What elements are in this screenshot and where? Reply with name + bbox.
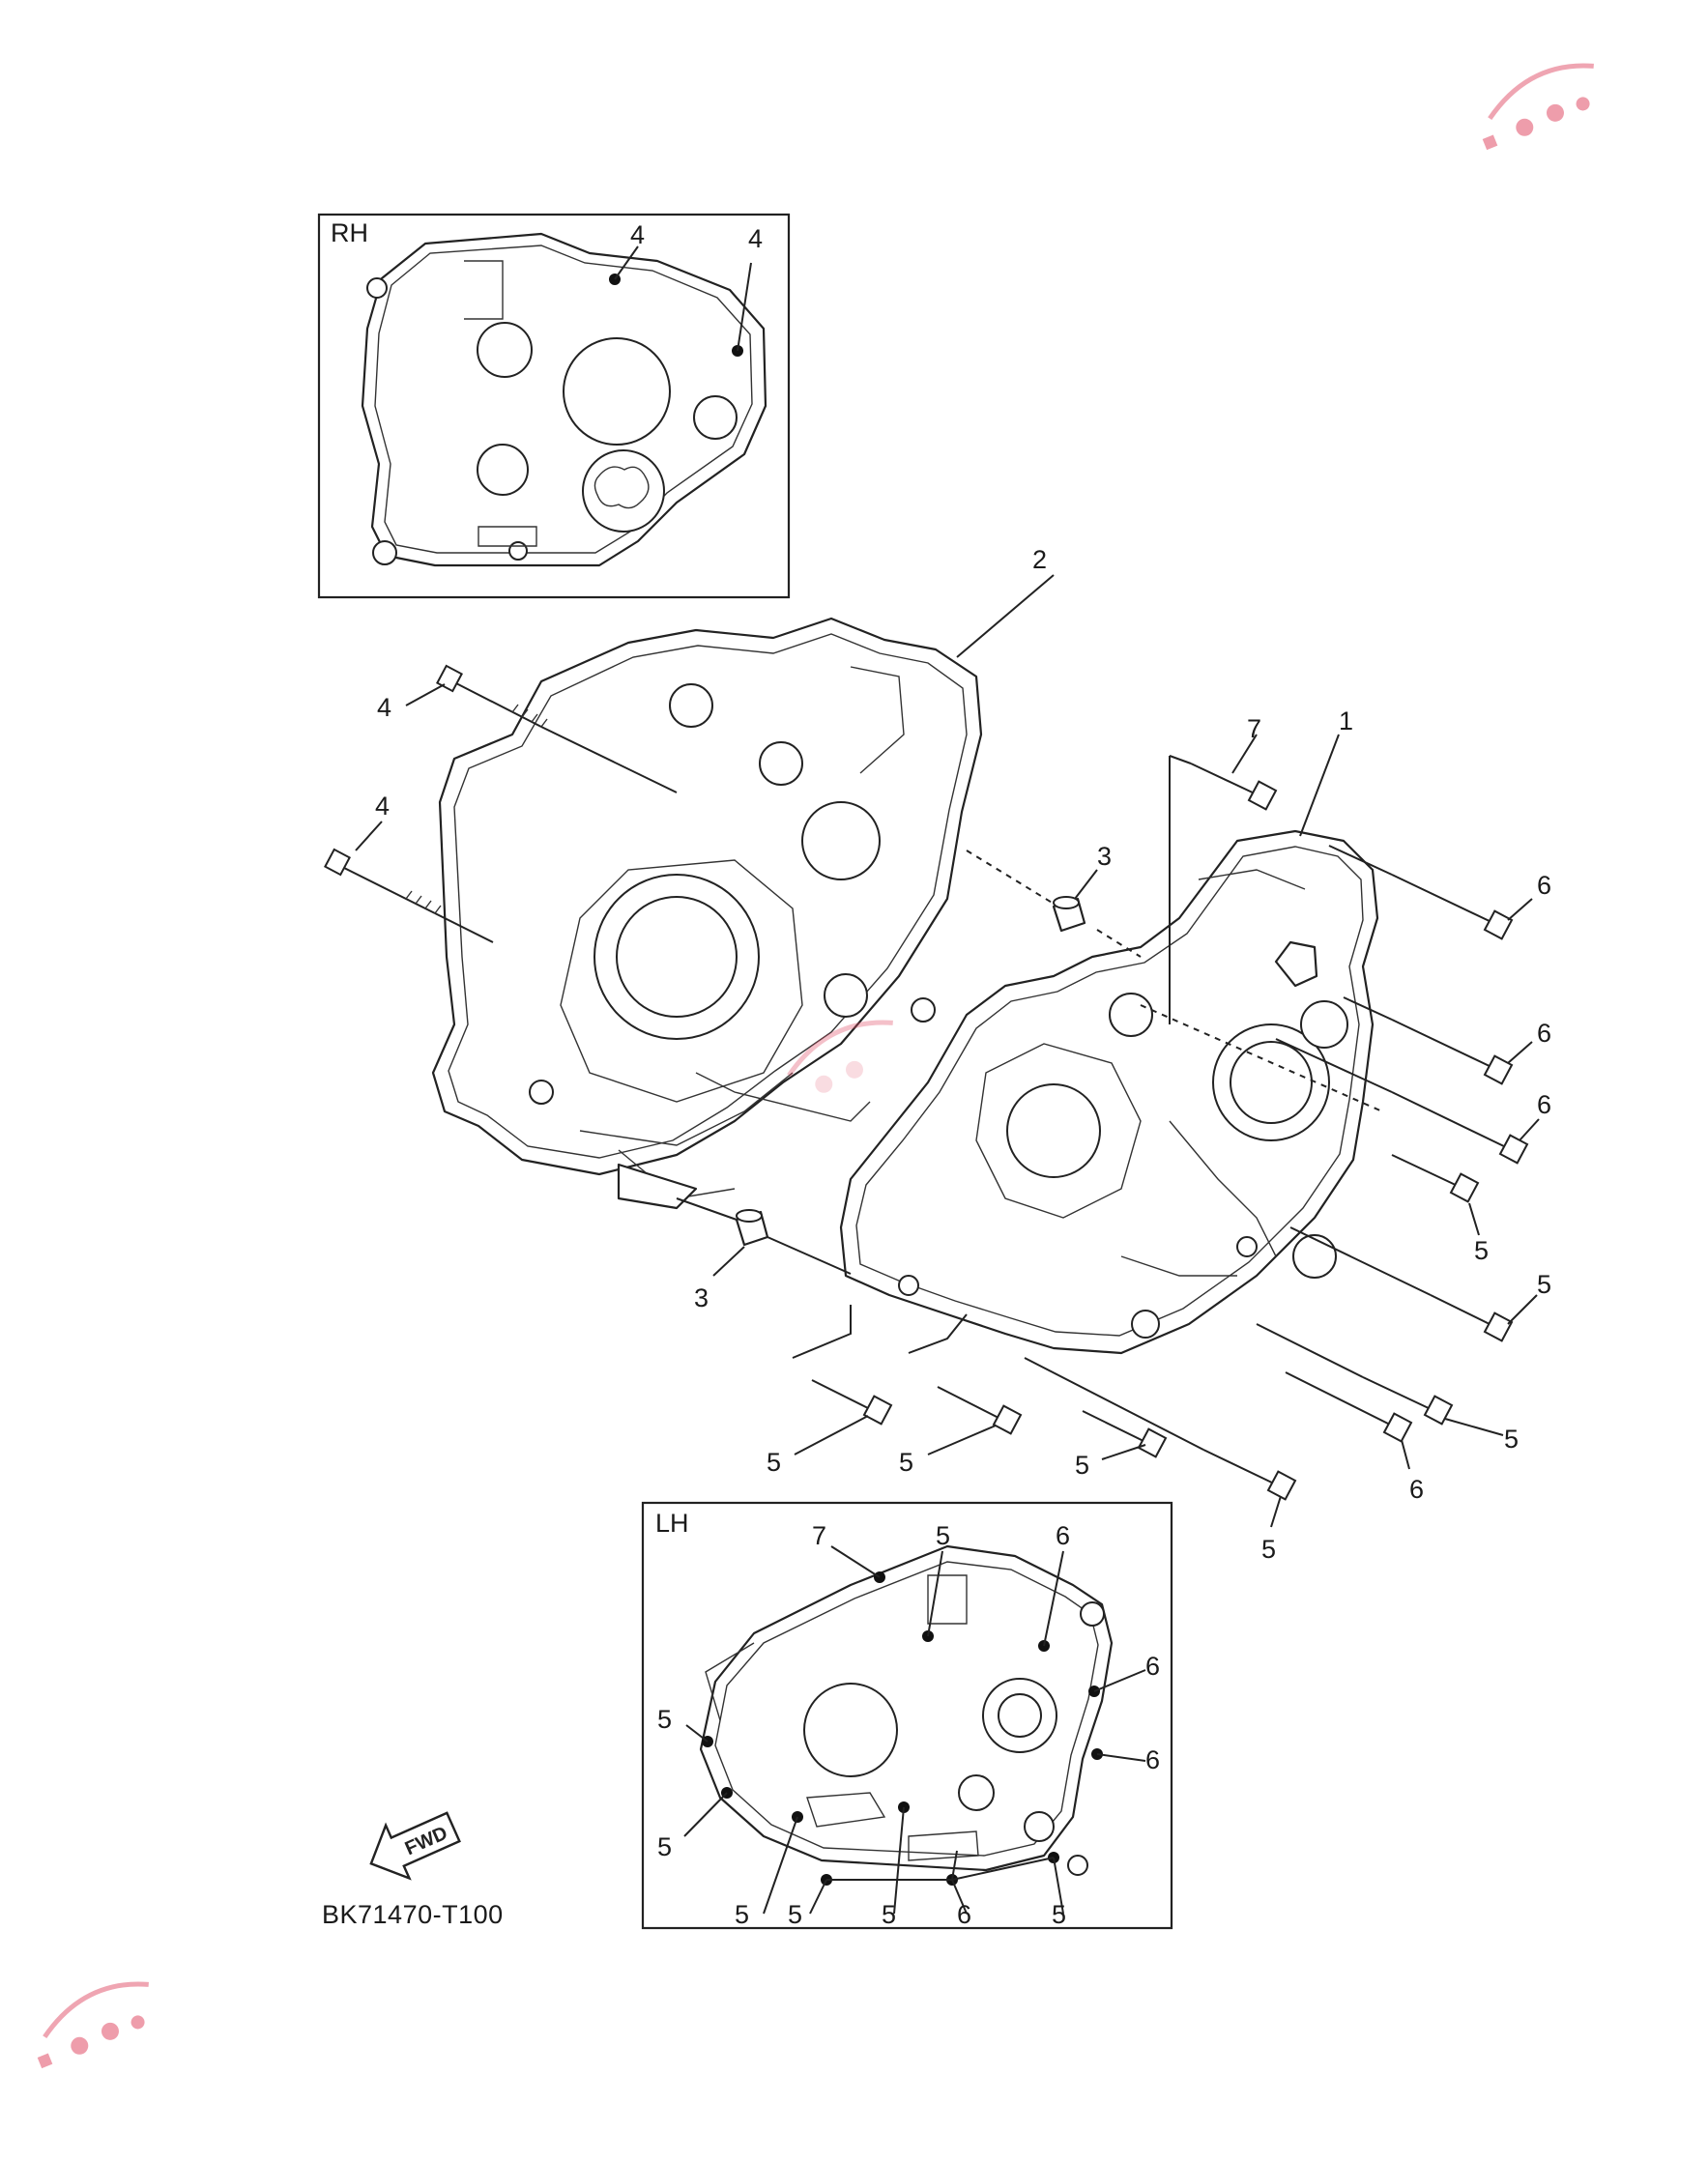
inset-rh-title: RH xyxy=(331,218,368,247)
lh-crankcase-outline xyxy=(699,1544,1114,1872)
diagram-code: BK71470-T100 xyxy=(322,1900,504,1929)
lh-callout-6b: 6 xyxy=(1145,1652,1160,1681)
watermark-logo-top xyxy=(1482,63,1594,151)
lh-callout-5a: 5 xyxy=(936,1521,950,1550)
bolt-5-d xyxy=(1024,1357,1297,1501)
bolt-7 xyxy=(1169,755,1278,1024)
callout-3b: 3 xyxy=(694,1283,709,1312)
bolts xyxy=(324,664,1529,1501)
bolt-5-g xyxy=(811,1379,893,1426)
lh-callout-7: 7 xyxy=(812,1521,826,1550)
inset-rh: RH 4 4 xyxy=(317,213,791,599)
bolt-5-f xyxy=(937,1386,1023,1435)
callout-6d: 6 xyxy=(1409,1475,1424,1504)
inset-lh: LH xyxy=(641,1501,1173,1930)
bolt-5-c xyxy=(1256,1323,1454,1426)
bolt-6-a xyxy=(1328,845,1514,940)
bolt-4-upper xyxy=(436,664,678,793)
callout-5c: 5 xyxy=(1504,1425,1519,1454)
fwd-arrow-icon: FWD xyxy=(369,1811,461,1881)
lh-callout-6c: 6 xyxy=(1145,1745,1160,1774)
inset-lh-title: LH xyxy=(655,1509,689,1538)
lh-callout-5e: 5 xyxy=(788,1900,802,1929)
watermark-logo-center xyxy=(787,1020,893,1093)
lh-callout-6a: 6 xyxy=(1056,1521,1070,1550)
watermark-logo-bottom xyxy=(37,1981,149,2069)
bolt-4-lower xyxy=(324,848,494,943)
lh-callout-5c: 5 xyxy=(657,1832,672,1861)
callout-5b: 5 xyxy=(1537,1270,1551,1299)
callout-5a: 5 xyxy=(1474,1236,1489,1265)
bolt-5-b xyxy=(1289,1226,1514,1342)
lh-callout-5f: 5 xyxy=(882,1900,896,1929)
lh-callout-5g: 5 xyxy=(1052,1900,1066,1929)
bolt-5-a xyxy=(1391,1154,1480,1203)
callout-5d: 5 xyxy=(1261,1535,1276,1564)
callout-3a: 3 xyxy=(1097,842,1112,871)
callout-2: 2 xyxy=(1032,545,1047,574)
bolt-6-d xyxy=(1285,1371,1413,1443)
bolt-6-c xyxy=(1275,1038,1529,1165)
bolt-5-e xyxy=(1082,1410,1168,1458)
rh-callout-4b: 4 xyxy=(748,224,763,253)
lh-callout-6d: 6 xyxy=(957,1900,971,1929)
lh-callout-5d: 5 xyxy=(735,1900,749,1929)
lh-callout-5b: 5 xyxy=(657,1705,672,1734)
callout-6c: 6 xyxy=(1537,1090,1551,1119)
callout-6a: 6 xyxy=(1537,871,1551,900)
callout-5e: 5 xyxy=(1075,1451,1089,1480)
callout-1: 1 xyxy=(1339,706,1353,735)
callout-6b: 6 xyxy=(1537,1019,1551,1048)
callout-5f: 5 xyxy=(899,1448,913,1477)
callout-7: 7 xyxy=(1247,714,1261,743)
crankcase-left-half xyxy=(431,617,983,1210)
rh-callout-4a: 4 xyxy=(630,220,645,249)
callout-5g: 5 xyxy=(767,1448,781,1477)
callout-4b: 4 xyxy=(375,792,390,821)
callout-4a: 4 xyxy=(377,693,391,722)
bolt-6-b xyxy=(1343,996,1514,1085)
crankcase-right-half xyxy=(839,829,1379,1355)
main-callouts: 2 1 7 4 4 3 3 6 6 6 6 5 5 5 5 5 5 xyxy=(355,545,1551,1564)
